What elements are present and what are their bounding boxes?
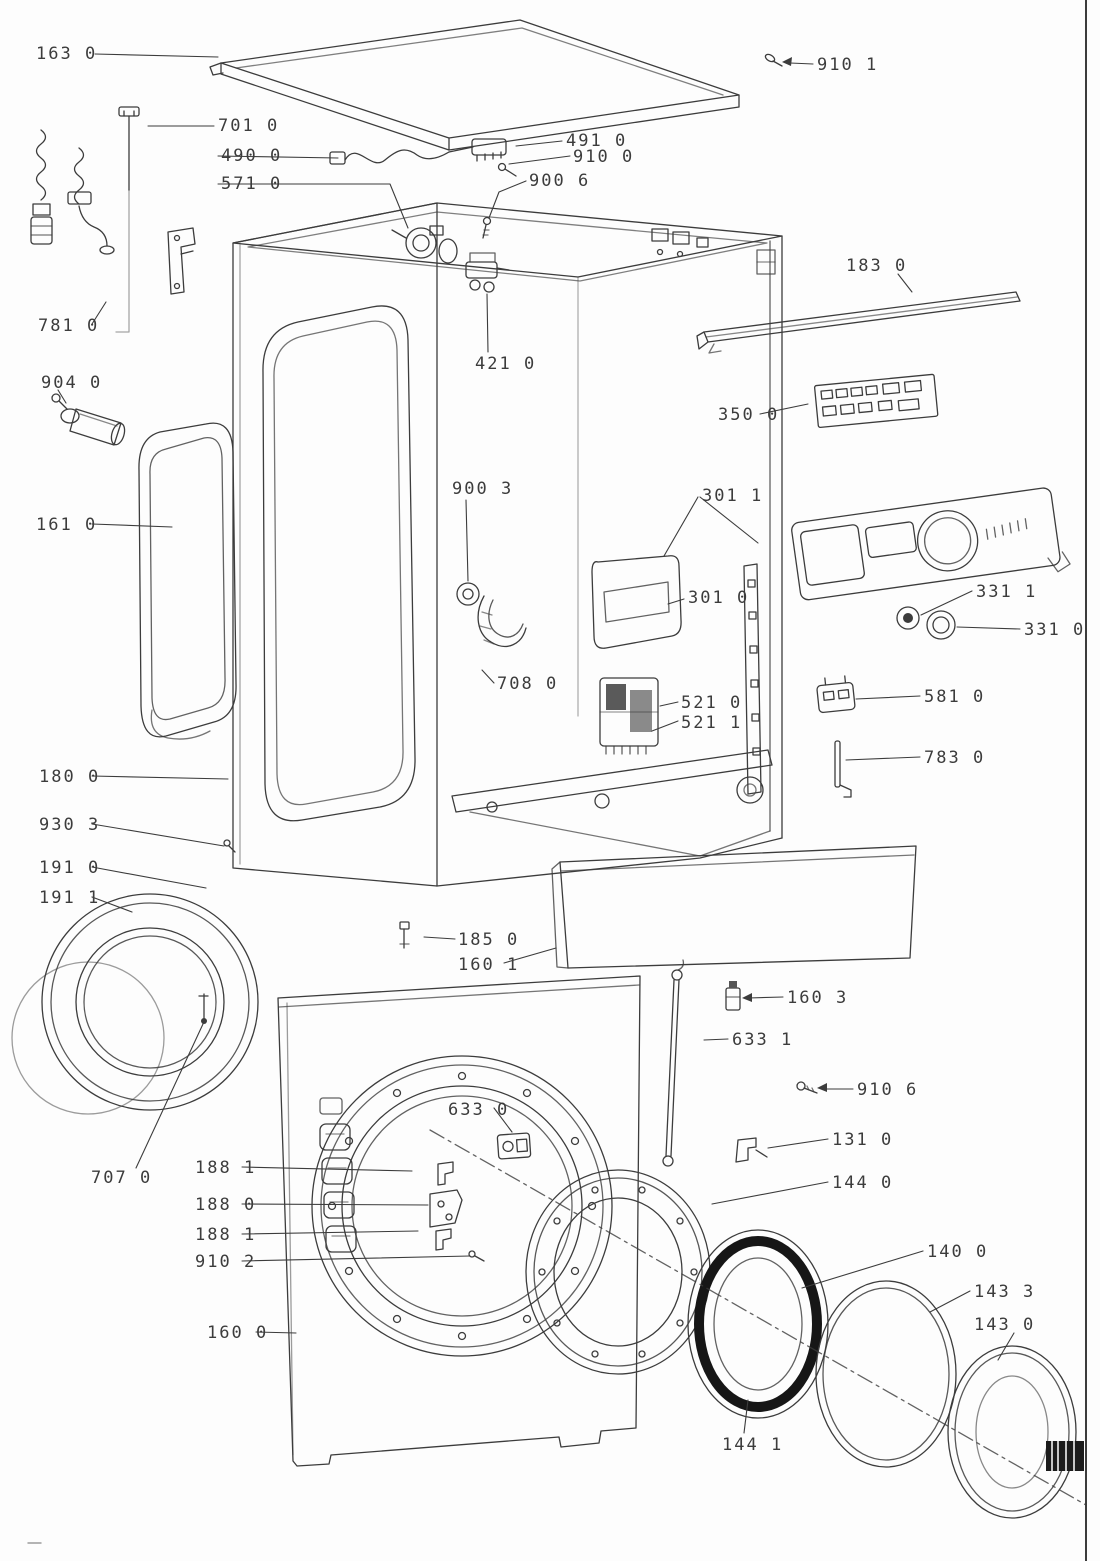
part-label-301-0: 301 0 [688,588,750,608]
interior-small-parts-art [224,583,526,852]
part-label-183-0: 183 0 [846,256,908,276]
right-parts-art [697,292,1071,797]
pump-571-art [392,226,509,292]
drawer-handle-301-art [592,556,681,649]
part-label-521-1: 521 1 [681,713,743,733]
control-panel-art [791,486,1071,608]
part-label-191-1: 191 1 [39,888,101,908]
part-label-910-1: 910 1 [817,55,879,75]
part-label-490-0: 490 0 [221,146,283,166]
part-label-161-0: 161 0 [36,515,98,535]
part-label-910-6: 910 6 [857,1080,919,1100]
part-label-188-1: 188 1 [195,1225,257,1245]
part-label-783-0: 783 0 [924,748,986,768]
top-left-parts-art [31,107,195,332]
part-label-701-0: 701 0 [218,116,280,136]
part-label-421-0: 421 0 [475,354,537,374]
part-label-143-3: 143 3 [974,1282,1036,1302]
part-label-904-0: 904 0 [41,373,103,393]
cabinet-art [233,203,782,886]
leader-lines [58,54,1020,1433]
top-panel-art [210,20,739,150]
part-label-491-0: 491 0 [566,131,628,151]
part-label-581-0: 581 0 [924,687,986,707]
part-label-144-1: 144 1 [722,1435,784,1455]
part-label-160-3: 160 3 [787,988,849,1008]
part-label-571-0: 571 0 [221,174,283,194]
part-label-633-1: 633 1 [732,1030,794,1050]
plinth-art [400,846,916,1166]
part-label-633-0: 633 0 [448,1100,510,1120]
part-label-188-1: 188 1 [195,1158,257,1178]
page-marks [28,0,1086,1561]
part-label-144-0: 144 0 [832,1173,894,1193]
part-label-910-0: 910 0 [573,147,635,167]
part-label-131-0: 131 0 [832,1130,894,1150]
part-label-160-1: 160 1 [458,955,520,975]
gasket-161-art [139,423,236,739]
part-label-301-1: 301 1 [702,486,764,506]
part-label-180-0: 180 0 [39,767,101,787]
screw-910-1-art [764,53,782,66]
part-label-708-0: 708 0 [497,674,559,694]
part-label-350-0: 350 0 [718,405,780,425]
pump-904-art [52,394,127,446]
part-label-160-0: 160 0 [207,1323,269,1343]
part-label-143-0: 143 0 [974,1315,1036,1335]
part-label-781-0: 781 0 [38,316,100,336]
part-label-163-0: 163 0 [36,44,98,64]
part-label-900-3: 900 3 [452,479,514,499]
part-label-521-0: 521 0 [681,693,743,713]
part-label-331-0: 331 0 [1024,620,1086,640]
part-label-331-1: 331 1 [976,582,1038,602]
part-label-191-0: 191 0 [39,858,101,878]
part-label-707-0: 707 0 [91,1168,153,1188]
part-label-930-3: 930 3 [39,815,101,835]
part-label-185-0: 185 0 [458,930,520,950]
part-label-900-6: 900 6 [529,171,591,191]
harness-490-art [330,139,516,238]
part-label-140-0: 140 0 [927,1242,989,1262]
door-parts-art [12,894,1086,1518]
front-panel-art [278,976,640,1466]
board-521-art [600,564,761,794]
part-label-910-2: 910 2 [195,1252,257,1272]
part-label-188-0: 188 0 [195,1195,257,1215]
